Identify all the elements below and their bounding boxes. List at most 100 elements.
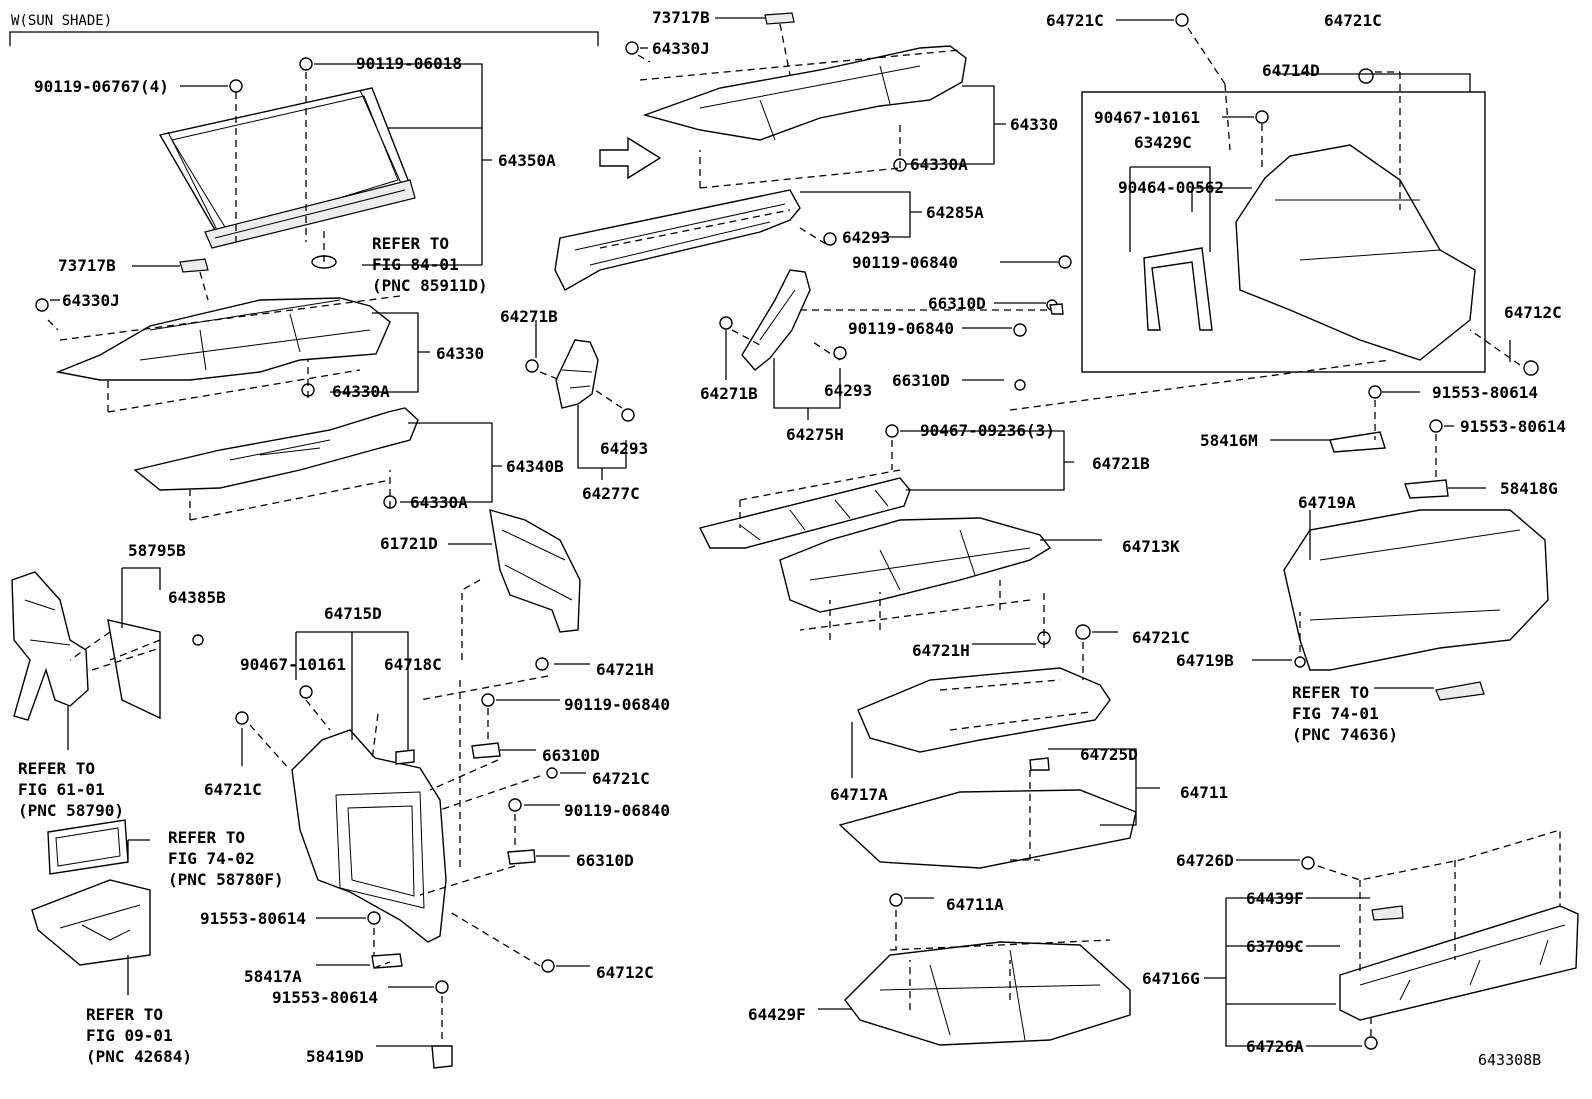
pnc-74636: (PNC 74636) xyxy=(1292,725,1398,744)
fasteners xyxy=(35,13,1539,1069)
label-64330A-top: 64330A xyxy=(910,155,968,174)
label-63709C: 63709C xyxy=(1246,937,1304,956)
label-64275H: 64275H xyxy=(786,425,844,444)
label-64725D: 64725D xyxy=(1080,745,1138,764)
floor-mat-64717A xyxy=(857,667,1111,753)
side-bracket-58790 xyxy=(11,571,89,721)
sun-shade-section-bracket xyxy=(9,31,599,46)
deck-tray-64429F xyxy=(844,941,1131,1046)
label-64439F: 64439F xyxy=(1246,889,1304,908)
label-58417A: 58417A xyxy=(244,967,302,986)
label-66310D-b: 66310D xyxy=(576,851,634,870)
bracket-58418G xyxy=(1404,479,1449,499)
leader-lines xyxy=(50,17,1511,1047)
pnc-58780F: (PNC 58780F) xyxy=(168,870,284,889)
pnc-42684: (PNC 42684) xyxy=(86,1047,192,1066)
fig-74-02: FIG 74-02 xyxy=(168,849,255,868)
label-64330A-left-2: 64330A xyxy=(410,493,468,512)
label-64714D: 64714D xyxy=(1262,61,1320,80)
label-64718C: 64718C xyxy=(384,655,442,674)
label-90119-06840-c: 90119-06840 xyxy=(852,253,958,272)
clip-73717B-left xyxy=(179,258,209,273)
label-90467-10161-b: 90467-10161 xyxy=(1094,108,1200,127)
tonneau-cover-left xyxy=(55,297,391,381)
label-64712C-b: 64712C xyxy=(1504,303,1562,322)
tray-42684 xyxy=(31,879,151,966)
label-64330J-left: 64330J xyxy=(62,291,120,310)
pnc-85911D: (PNC 85911D) xyxy=(372,276,488,295)
bracket-64275H xyxy=(741,269,811,371)
label-66310D-d: 66310D xyxy=(892,371,950,390)
label-58416M: 58416M xyxy=(1200,431,1258,450)
label-64271B-b: 64271B xyxy=(700,384,758,403)
label-64721C-e: 64721C xyxy=(1324,11,1382,30)
label-91553-80614-a: 91553-80614 xyxy=(200,909,306,928)
label-66310D-c: 66310D xyxy=(928,294,986,313)
liner-64719A xyxy=(1283,509,1549,671)
fig-09-01: FIG 09-01 xyxy=(86,1026,173,1045)
label-73717B-top: 73717B xyxy=(652,8,710,27)
section-label: W(SUN SHADE) xyxy=(11,13,112,29)
pnc-58790: (PNC 58790) xyxy=(18,801,124,820)
labels: W(SUN SHADE) 643308B 90119-06767(4) 9011… xyxy=(11,8,1566,1069)
label-64711A: 64711A xyxy=(946,895,1004,914)
clip-73717B-top xyxy=(764,12,795,25)
label-64721C-d: 64721C xyxy=(1046,11,1104,30)
fig-74-01: FIG 74-01 xyxy=(1292,704,1379,723)
label-64293-a: 64293 xyxy=(842,228,890,247)
label-90119-06767: 90119-06767(4) xyxy=(34,77,169,96)
label-64293-c: 64293 xyxy=(824,381,872,400)
label-90464-00562: 90464-00562 xyxy=(1118,178,1224,197)
label-64711: 64711 xyxy=(1180,783,1228,802)
label-64330-left: 64330 xyxy=(436,344,484,363)
label-90119-06840-b: 90119-06840 xyxy=(564,801,670,820)
label-64385B: 64385B xyxy=(168,588,226,607)
refer-to-74-01: REFER TO xyxy=(1292,683,1369,702)
label-64271B-a: 64271B xyxy=(500,307,558,326)
label-64717A: 64717A xyxy=(830,785,888,804)
label-64330A-left-1: 64330A xyxy=(332,382,390,401)
label-73717B-left: 73717B xyxy=(58,256,116,275)
label-61721D: 61721D xyxy=(380,534,438,553)
label-64721C-b: 64721C xyxy=(592,769,650,788)
label-58418G: 58418G xyxy=(1500,479,1558,498)
label-64330J-top: 64330J xyxy=(652,39,710,58)
label-64713K: 64713K xyxy=(1122,537,1180,556)
label-64718C xyxy=(395,749,415,765)
label-64726D: 64726D xyxy=(1176,851,1234,870)
clip-64439F xyxy=(1371,905,1404,921)
label-64716G: 64716G xyxy=(1142,969,1200,988)
cooler-58780F xyxy=(47,819,129,875)
bracket-64277C xyxy=(555,339,599,409)
trim-cover-64340B xyxy=(133,407,419,491)
label-64293-b: 64293 xyxy=(600,439,648,458)
detail-box-64714D xyxy=(1081,91,1486,373)
panel-64385B xyxy=(107,619,161,720)
label-64340B: 64340B xyxy=(506,457,564,476)
assembly-lines xyxy=(47,23,1561,1044)
label-64721B: 64721B xyxy=(1092,454,1150,473)
fig-84-01: FIG 84-01 xyxy=(372,255,459,274)
fig-61-01: FIG 61-01 xyxy=(18,780,105,799)
label-90119-06840-a: 90119-06840 xyxy=(564,695,670,714)
label-64726A: 64726A xyxy=(1246,1037,1304,1056)
label-64721H-a: 64721H xyxy=(596,660,654,679)
label-90467-10161-a: 90467-10161 xyxy=(240,655,346,674)
label-90119-06840-d: 90119-06840 xyxy=(848,319,954,338)
label-66310D-a: 66310D xyxy=(542,746,600,765)
cover-61721D xyxy=(489,509,581,633)
label-64277C: 64277C xyxy=(582,484,640,503)
label-64330-top: 64330 xyxy=(1010,115,1058,134)
figure-code: 643308B xyxy=(1478,1051,1541,1069)
refer-to-09: REFER TO xyxy=(86,1005,163,1024)
refer-to-84: REFER TO xyxy=(372,234,449,253)
label-58419D: 58419D xyxy=(306,1047,364,1066)
refer-to-61: REFER TO xyxy=(18,759,95,778)
direction-arrow xyxy=(599,136,662,180)
side-trim-64715D xyxy=(291,729,447,943)
refer-to-74-02: REFER TO xyxy=(168,828,245,847)
label-91553-80614-d: 91553-80614 xyxy=(1460,417,1566,436)
label-58795B: 58795B xyxy=(128,541,186,560)
label-64285A: 64285A xyxy=(926,203,984,222)
